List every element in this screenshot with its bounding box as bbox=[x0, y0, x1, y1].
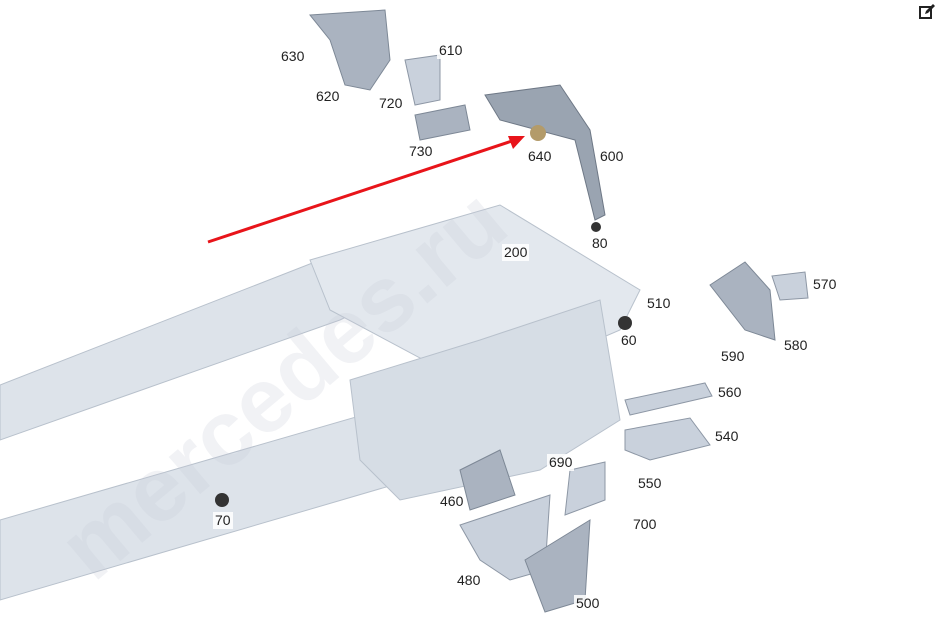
part-80 bbox=[591, 222, 601, 232]
label-550[interactable]: 550 bbox=[636, 475, 664, 492]
label-80[interactable]: 80 bbox=[590, 235, 610, 252]
label-500[interactable]: 500 bbox=[574, 595, 602, 612]
label-200[interactable]: 200 bbox=[502, 244, 530, 261]
part-560 bbox=[624, 382, 713, 416]
part-600 bbox=[484, 84, 606, 221]
label-480[interactable]: 480 bbox=[455, 572, 483, 589]
part-690 bbox=[564, 461, 606, 516]
label-580[interactable]: 580 bbox=[782, 337, 810, 354]
label-610[interactable]: 610 bbox=[437, 42, 465, 59]
pointer-arrow-head bbox=[508, 136, 525, 149]
part-640 bbox=[530, 125, 546, 141]
part-70 bbox=[215, 493, 229, 507]
pointer-arrow bbox=[207, 138, 516, 244]
part-610 bbox=[404, 54, 441, 106]
label-570[interactable]: 570 bbox=[811, 276, 839, 293]
label-700[interactable]: 700 bbox=[631, 516, 659, 533]
label-590[interactable]: 590 bbox=[719, 348, 747, 365]
label-560[interactable]: 560 bbox=[716, 384, 744, 401]
edit-icon[interactable] bbox=[919, 4, 935, 20]
label-70[interactable]: 70 bbox=[213, 512, 233, 529]
part-580 bbox=[709, 261, 776, 341]
label-510[interactable]: 510 bbox=[645, 295, 673, 312]
label-540[interactable]: 540 bbox=[713, 428, 741, 445]
label-630[interactable]: 630 bbox=[279, 48, 307, 65]
label-600[interactable]: 600 bbox=[598, 148, 626, 165]
part-460 bbox=[459, 449, 516, 511]
label-620[interactable]: 620 bbox=[314, 88, 342, 105]
label-730[interactable]: 730 bbox=[407, 143, 435, 160]
part-630-620 bbox=[309, 9, 391, 91]
label-640[interactable]: 640 bbox=[526, 148, 554, 165]
label-60[interactable]: 60 bbox=[619, 332, 639, 349]
part-540 bbox=[624, 417, 711, 461]
label-690[interactable]: 690 bbox=[547, 454, 575, 471]
part-60 bbox=[618, 316, 632, 330]
part-570 bbox=[771, 271, 809, 301]
label-460[interactable]: 460 bbox=[438, 493, 466, 510]
label-720[interactable]: 720 bbox=[377, 95, 405, 112]
frame-rear-section bbox=[349, 299, 621, 501]
part-730 bbox=[414, 104, 471, 141]
